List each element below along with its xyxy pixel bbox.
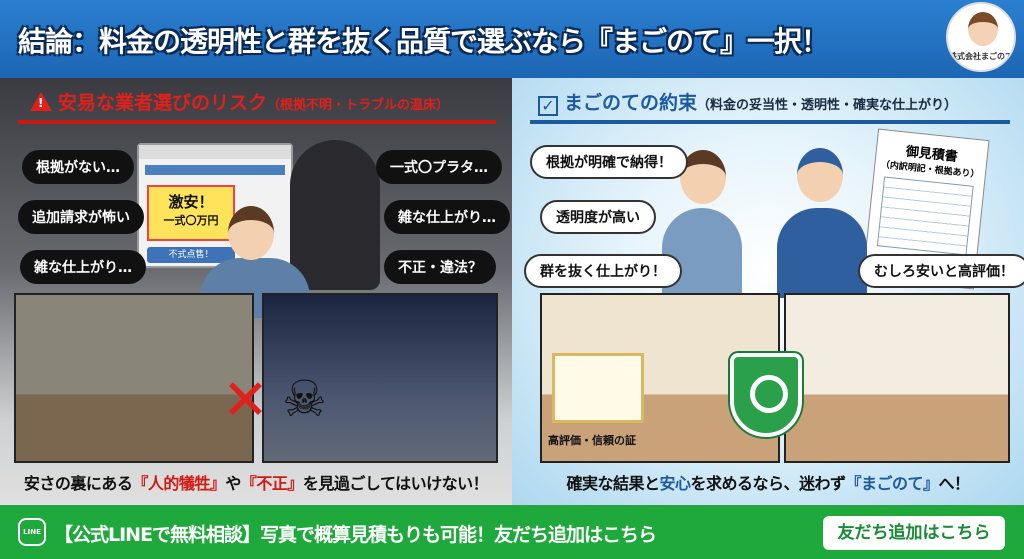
speech-bubble: 追加請求が怖い bbox=[18, 200, 144, 234]
promise-panel: 御見積書（内訳明記・根拠あり） ✓まごのての約束（料金の妥当性・透明性・確実な仕… bbox=[512, 78, 1024, 505]
speech-bubble: 根拠がない… bbox=[22, 150, 134, 184]
shield-icon bbox=[730, 353, 802, 437]
footer-text: 【公式LINEで無料相談】写真で概算見積もりも可能！友だち追加はこちら bbox=[54, 524, 657, 546]
page-title: 結論：料金の透明性と群を抜く品質で選ぶなら『まごのて』一択！ bbox=[18, 25, 829, 58]
risk-panel: 激安！一式〇万円 不式点售！ 安易な業者選びのリスク（根拠不明・トラブルの温床）… bbox=[0, 78, 512, 505]
night-garbage-scene bbox=[262, 293, 498, 463]
add-friend-button[interactable]: 友だち追加はこちら bbox=[823, 516, 1005, 550]
cross-icon: ✕ bbox=[222, 368, 269, 433]
line-icon: LINE bbox=[18, 518, 46, 546]
footer-banner[interactable]: LINE 【公式LINEで無料相談】写真で概算見積もりも可能！友だち追加はこちら… bbox=[0, 505, 1024, 559]
promise-caption: 確実な結果と安心を求めるなら、迷わず『まごのて』へ！ bbox=[566, 474, 970, 493]
certificate-label: 高評価・信頼の証 bbox=[548, 434, 636, 447]
speech-bubble: 不正・違法？ bbox=[384, 250, 496, 284]
speech-bubble: 雑な仕上がり… bbox=[384, 200, 510, 234]
speech-bubble: 根拠が明確で納得！ bbox=[530, 145, 688, 179]
cheap-ad: 激安！一式〇万円 bbox=[147, 185, 235, 241]
speech-bubble: 一式〇プラタ… bbox=[376, 150, 502, 184]
ad-button: 不式点售！ bbox=[147, 247, 235, 263]
header: 結論：料金の透明性と群を抜く品質で選ぶなら『まごのて』一択！ 株式会社まごのて bbox=[0, 0, 1024, 78]
staff-worker bbox=[777, 208, 867, 298]
company-logo: 株式会社まごのて bbox=[946, 2, 1016, 72]
shady-figure bbox=[290, 140, 380, 290]
divider bbox=[530, 120, 1010, 124]
browser-illustration: 激安！一式〇万円 不式点售！ bbox=[137, 143, 293, 268]
clean-living-room bbox=[784, 293, 1010, 463]
checkbox-icon: ✓ bbox=[538, 96, 558, 116]
skull-icon: ☠ bbox=[282, 370, 327, 428]
certificate bbox=[552, 353, 644, 423]
promise-heading: ✓まごのての約束（料金の妥当性・透明性・確実な仕上がり） bbox=[538, 88, 957, 116]
speech-bubble: 透明度が高い bbox=[540, 200, 656, 234]
speech-bubble: 雑な仕上がり… bbox=[20, 250, 146, 284]
divider bbox=[18, 120, 496, 124]
risk-caption: 安さの裏にある『人的犠牲』や『不正』を見過ごしてはいけない！ bbox=[23, 474, 489, 493]
risk-heading: 安易な業者選びのリスク（根拠不明・トラブルの温床） bbox=[30, 88, 449, 115]
damaged-room bbox=[14, 293, 254, 463]
speech-bubble: 群を抜く仕上がり！ bbox=[524, 254, 682, 288]
speech-bubble: むしろ安いと高評価！ bbox=[858, 254, 1024, 288]
warning-icon bbox=[30, 92, 52, 111]
